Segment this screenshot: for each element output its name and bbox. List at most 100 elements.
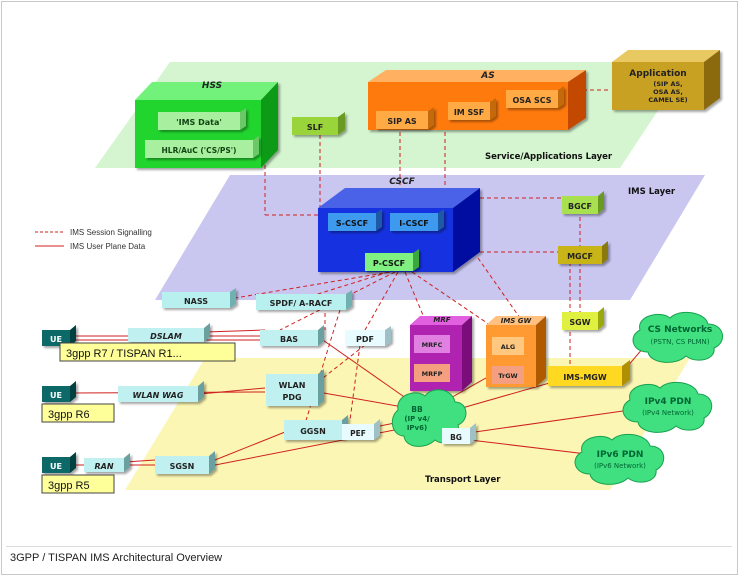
bas-label: BAS <box>280 335 298 344</box>
cs-networks-title: CS Networks <box>648 325 713 335</box>
wlan-pdg-box[interactable] <box>266 369 324 406</box>
spdf-box[interactable] <box>256 290 352 310</box>
cs-networks-cloud[interactable] <box>632 311 723 363</box>
figure-caption: 3GPP / TISPAN IMS Architectural Overview <box>10 552 223 564</box>
ue-r7-label: UE <box>50 335 62 344</box>
legend-signalling-label: IMS Session Signalling <box>70 228 152 237</box>
application-sub-3: CAMEL SE) <box>648 96 687 104</box>
alg-label: ALG <box>501 343 516 351</box>
sgw-label: SGW <box>569 318 590 327</box>
hss-label: HSS <box>202 81 222 91</box>
application-label: Application <box>629 69 686 79</box>
mgcf-box[interactable] <box>558 241 608 264</box>
mrfp-box[interactable] <box>414 364 450 382</box>
hlr-auc-label: HLR/AuC ('CS/PS') <box>162 146 237 155</box>
slf-label: SLF <box>307 123 323 132</box>
spdf-label: SPDF/ A-RACF <box>270 299 333 308</box>
sgsn-box[interactable] <box>155 451 215 474</box>
ipv6-pdn-cloud[interactable] <box>574 433 665 485</box>
ue-r5-box[interactable] <box>42 452 76 473</box>
release-r7-label: 3gpp R7 / TISPAN R1... <box>66 348 182 360</box>
ipv4-pdn-cloud[interactable] <box>622 381 713 433</box>
ims-mgw-box[interactable] <box>548 360 630 386</box>
ue-r7-box[interactable] <box>42 325 76 346</box>
mgcf-label: MGCF <box>567 252 593 261</box>
sip-as-label: SIP AS <box>387 117 417 126</box>
sip-as-box[interactable] <box>376 107 434 129</box>
release-r6-label: 3gpp R6 <box>48 409 90 421</box>
p-cscf-label: P-CSCF <box>373 259 405 268</box>
ipv6-pdn-title: IPv6 PDN <box>597 450 644 460</box>
release-r5-box <box>41 474 115 494</box>
transport-layer-label: Transport Layer <box>425 475 501 485</box>
mrf-label: MRF <box>433 316 450 324</box>
ue-r6-label: UE <box>50 391 62 400</box>
pef-label: PEF <box>350 429 366 438</box>
ggsn-label: GGSN <box>300 427 326 436</box>
p-cscf-box[interactable] <box>365 249 419 271</box>
release-r5-label: 3gpp R5 <box>48 480 90 492</box>
application-block[interactable] <box>612 50 720 110</box>
caption-divider <box>6 546 732 547</box>
legend-userplane-label: IMS User Plane Data <box>70 242 146 251</box>
release-r6-box <box>41 403 115 423</box>
cscf-label: CSCF <box>389 177 415 187</box>
i-cscf-box[interactable] <box>390 209 444 231</box>
wlan-pdg-label-2: PDG <box>282 393 301 402</box>
alg-box[interactable] <box>492 337 524 355</box>
application-sub-1: (SIP AS, <box>653 80 682 88</box>
dslam-box[interactable] <box>128 323 210 342</box>
bgcf-label: BGCF <box>568 202 592 211</box>
s-cscf-box[interactable] <box>328 209 382 231</box>
ue-r5-label: UE <box>50 462 62 471</box>
sgw-box[interactable] <box>562 307 604 330</box>
ims-layer-label: IMS Layer <box>628 187 676 197</box>
pef-box[interactable] <box>342 419 380 440</box>
ue-r6-box[interactable] <box>42 381 76 402</box>
pdf-box[interactable] <box>345 326 391 346</box>
bb-label-2: (IP v4/ <box>404 415 430 423</box>
trgw-label: TrGW <box>498 372 517 380</box>
mrfp-label: MRFP <box>422 370 443 378</box>
ipv4-pdn-title: IPv4 PDN <box>645 397 692 407</box>
nass-label: NASS <box>184 297 208 306</box>
slf-box[interactable] <box>292 112 345 135</box>
bg-box[interactable] <box>442 423 476 444</box>
pdf-label: PDF <box>356 335 374 344</box>
im-ssf-box[interactable] <box>448 98 496 120</box>
ims-mgw-label: IMS-MGW <box>563 373 607 382</box>
bb-label-1: BB <box>411 405 423 414</box>
wlan-wag-box[interactable] <box>118 381 204 402</box>
ims-gw-label: IMS GW <box>501 317 532 325</box>
application-sub-2: OSA AS, <box>653 88 683 96</box>
dslam-label: DSLAM <box>150 332 182 341</box>
wlan-pdg-label-1: WLAN <box>279 381 306 390</box>
ran-box[interactable] <box>84 453 130 472</box>
release-r7-box <box>59 342 236 362</box>
nass-box[interactable] <box>162 288 236 308</box>
s-cscf-label: S-CSCF <box>336 219 368 228</box>
i-cscf-label: I-CSCF <box>399 219 428 228</box>
ims-data-box[interactable] <box>158 108 246 130</box>
ran-label: RAN <box>94 462 113 471</box>
trgw-box[interactable] <box>492 366 524 384</box>
bb-label-3: IPv6) <box>407 424 427 432</box>
im-ssf-label: IM SSF <box>454 108 484 117</box>
bas-box[interactable] <box>260 325 324 346</box>
as-label: AS <box>480 71 494 81</box>
mrfc-label: MRFC <box>422 341 443 349</box>
osa-scs-box[interactable] <box>506 86 564 108</box>
ims-data-label: 'IMS Data' <box>176 118 222 127</box>
hlr-auc-box[interactable] <box>145 136 259 158</box>
mrfc-box[interactable] <box>414 335 450 353</box>
bg-label: BG <box>450 433 462 442</box>
ipv4-pdn-sub: (IPv4 Network) <box>642 409 694 417</box>
bgcf-box[interactable] <box>562 191 604 214</box>
service-layer-label: Service/Applications Layer <box>485 152 613 162</box>
osa-scs-label: OSA SCS <box>512 96 551 105</box>
ipv6-pdn-sub: (IPv6 Network) <box>594 462 646 470</box>
wlan-wag-label: WLAN WAG <box>133 391 184 400</box>
sgsn-label: SGSN <box>170 462 195 471</box>
cs-networks-sub: (PSTN, CS PLMN) <box>650 338 709 346</box>
